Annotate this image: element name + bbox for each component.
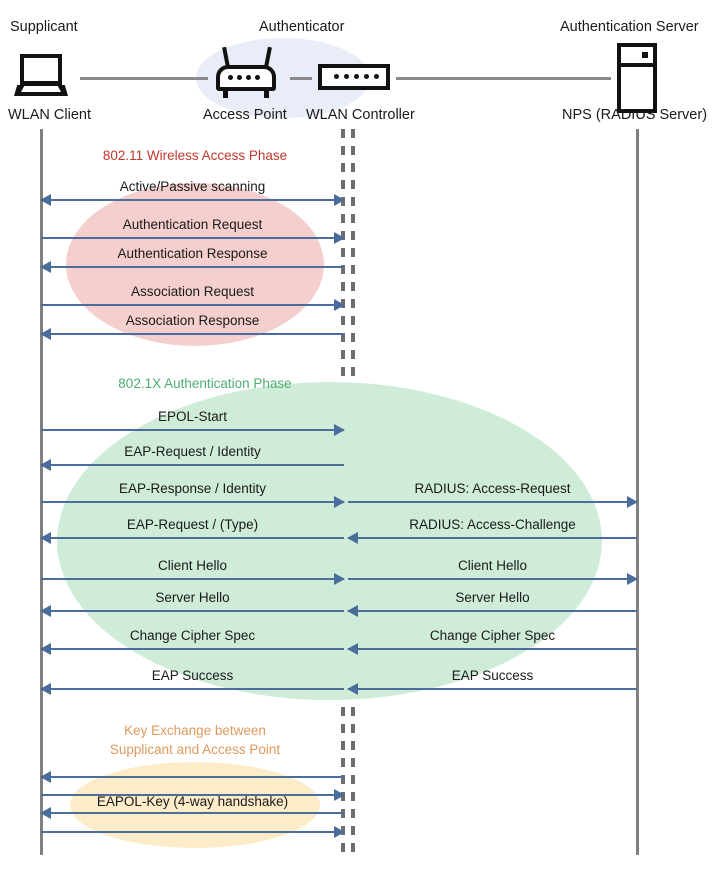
- message-label: RADIUS: Access-Request: [414, 481, 571, 496]
- phase-title-wireless-access: 802.11 Wireless Access Phase: [102, 148, 288, 163]
- message-label: EAP-Request / Identity: [124, 444, 261, 459]
- message-label: Change Cipher Spec: [429, 628, 556, 643]
- message-label: EAP Success: [451, 668, 534, 683]
- message-label: EAP-Request / (Type): [126, 517, 259, 532]
- message-label: Authentication Response: [117, 246, 268, 261]
- message-label: EAPOL-Key (4-way handshake): [96, 794, 289, 809]
- lifeline-supplicant: [40, 129, 43, 855]
- message-label: Client Hello: [457, 558, 528, 573]
- message-label: Association Response: [125, 313, 260, 328]
- message-label: Active/Passive scanning: [119, 179, 266, 194]
- wire-ap-to-controller: [290, 77, 312, 80]
- message-label: EAP-Response / Identity: [118, 481, 267, 496]
- laptop-icon: [14, 54, 68, 98]
- message-label: Association Request: [130, 284, 255, 299]
- wire-client-to-ap: [80, 77, 208, 80]
- node-label-nps-radius-server: NPS (RADIUS Server): [562, 107, 708, 123]
- message-label: Change Cipher Spec: [129, 628, 256, 643]
- phase-blob-wireless-access: [66, 183, 324, 346]
- server-icon: [617, 43, 657, 113]
- phase-title-8021x-authentication: 802.1X Authentication Phase: [118, 376, 292, 391]
- wlan-controller-icon: [318, 64, 390, 90]
- message-label: EAP Success: [151, 668, 234, 683]
- message-label: RADIUS: Access-Challenge: [409, 517, 576, 532]
- node-label-wlan-controller: WLAN Controller: [306, 107, 415, 123]
- role-label-supplicant: Supplicant: [10, 19, 78, 35]
- message-label: Authentication Request: [122, 217, 263, 232]
- role-label-authenticator: Authenticator: [259, 19, 345, 35]
- role-label-authentication-server: Authentication Server: [560, 19, 699, 35]
- phase-title-key-exchange: Key Exchange between Supplicant and Acce…: [109, 723, 281, 757]
- message-label: Server Hello: [155, 590, 230, 605]
- phase-blob-8021x-authentication: [57, 382, 602, 700]
- access-point-icon: [216, 46, 280, 99]
- lifeline-authentication-server: [636, 129, 639, 855]
- node-label-wlan-client: WLAN Client: [8, 107, 91, 123]
- node-label-access-point: Access Point: [203, 107, 287, 123]
- message-label: EPOL-Start: [157, 409, 228, 424]
- wire-controller-to-server: [396, 77, 611, 80]
- message-label: Server Hello: [455, 590, 530, 605]
- message-label: Client Hello: [157, 558, 228, 573]
